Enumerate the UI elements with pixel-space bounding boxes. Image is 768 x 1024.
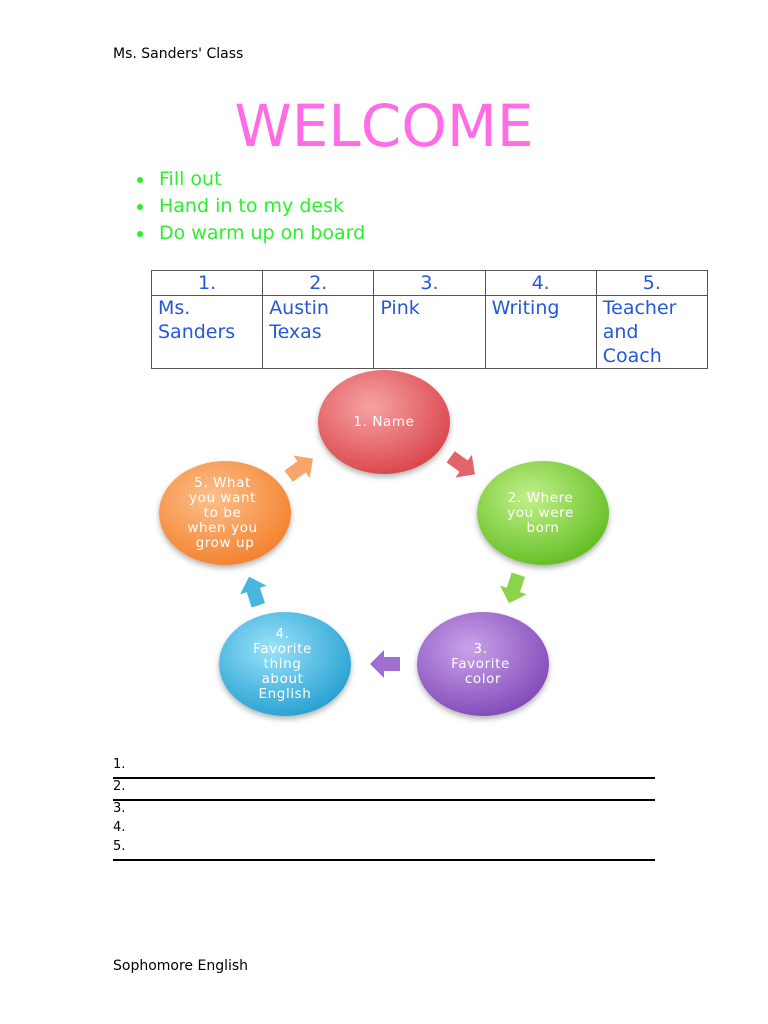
instruction-item: Hand in to my desk: [135, 193, 365, 220]
course-footer: Sophomore English: [113, 958, 249, 974]
arrow-icon: [500, 572, 527, 604]
cell-line: Sanders: [158, 321, 236, 343]
cell-line: Ms.: [158, 297, 191, 319]
table-cell-name: Ms. Sanders: [150, 295, 264, 369]
node-label: you were: [507, 505, 574, 521]
node-label: 2. Where: [508, 490, 574, 506]
table-header-cell: 1.: [150, 270, 264, 296]
cycle-node-name: 1. Name: [318, 370, 450, 474]
node-label: born: [526, 520, 559, 536]
cell-line: Coach: [602, 345, 662, 367]
cell-line: Teacher: [602, 297, 677, 319]
node-label: 1. Name: [353, 414, 414, 430]
node-label: 4.: [276, 626, 290, 642]
answer-line: 3.: [113, 801, 126, 816]
node-label: about: [262, 671, 304, 687]
node-label: thing: [264, 656, 302, 672]
table-cell-birthplace: Austin Texas: [262, 295, 375, 369]
answer-table: 1. 2. 3. 4. 5. Ms. Sanders Austin Texas …: [150, 270, 709, 369]
cycle-diagram: 1. Name 2. Where you were born 3. Favori…: [159, 370, 609, 716]
svg-text:4. Favorite thing: 4. Favorite thing about English: [253, 626, 317, 702]
node-label: color: [465, 671, 501, 687]
cell-line: Pink: [380, 297, 420, 319]
node-label: you want: [189, 490, 256, 506]
node-label: Favorite: [253, 641, 312, 657]
arrow-icon: [446, 451, 475, 478]
svg-text:5. What you want t: 5. What you want to be when you grow up: [187, 475, 262, 551]
node-label: grow up: [196, 535, 255, 551]
node-label: Favorite: [451, 656, 510, 672]
cycle-node-english: 4. Favorite thing about English: [219, 612, 351, 716]
answer-line: 2.: [113, 779, 655, 801]
table-header-cell: 3.: [373, 270, 486, 296]
table-header-cell: 5.: [595, 270, 709, 296]
node-label: to be: [204, 505, 242, 521]
answer-line: 5.: [113, 839, 655, 861]
arrow-icon: [240, 576, 267, 608]
answer-line: 4.: [113, 820, 126, 835]
cycle-node-future: 5. What you want to be when you grow up: [159, 461, 291, 565]
table-cell-career: Teacher and Coach: [595, 295, 709, 369]
instruction-item: Do warm up on board: [135, 220, 365, 247]
cycle-node-birthplace: 2. Where you were born: [477, 461, 609, 565]
node-label: when you: [187, 520, 257, 536]
table-header-cell: 4.: [484, 270, 597, 296]
instruction-list: Fill out Hand in to my desk Do warm up o…: [135, 166, 365, 247]
svg-text:2. Where you were: 2. Where you were born: [507, 490, 579, 536]
node-label: 5. What: [194, 475, 251, 491]
table-cell-color: Pink: [373, 295, 486, 369]
cell-line: and: [602, 321, 639, 343]
instruction-item: Fill out: [135, 166, 365, 193]
svg-text:3. Favorite color: 3. Favorite color: [451, 641, 515, 687]
cell-line: Austin: [269, 297, 329, 319]
table-cell-english: Writing: [484, 295, 597, 369]
arrow-icon: [284, 455, 313, 482]
answer-lines: 1. 2. 3. 4. 5.: [113, 757, 655, 861]
cell-line: Writing: [491, 297, 560, 319]
node-label: 3.: [474, 641, 488, 657]
welcome-title: WELCOME: [234, 92, 534, 160]
node-label: English: [259, 686, 312, 702]
table-header-cell: 2.: [262, 270, 375, 296]
arrow-icon: [370, 650, 400, 678]
class-header: Ms. Sanders' Class: [113, 46, 244, 62]
cycle-node-color: 3. Favorite color: [417, 612, 549, 716]
cell-line: Texas: [269, 321, 322, 343]
svg-text:1. Name: 1. Name: [353, 414, 414, 430]
answer-line: 1.: [113, 757, 655, 779]
